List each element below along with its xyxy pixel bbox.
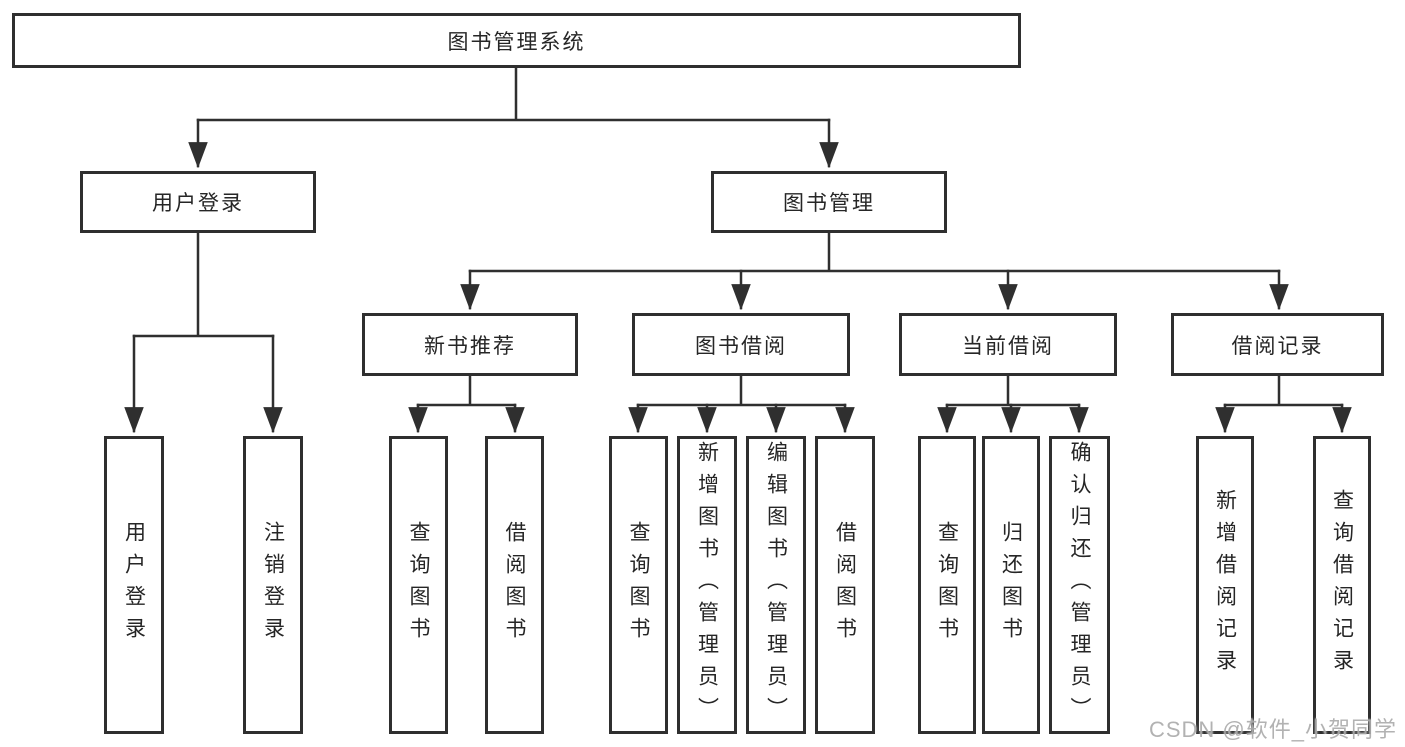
node-borrowing-records: 借阅记录	[1171, 313, 1384, 376]
wire-new-book-recommendation-children	[408, 374, 525, 434]
node-bb-add-books-admin-label: 新增图书（管理员）	[695, 441, 719, 729]
node-bb-query-books: 查询图书	[609, 436, 668, 734]
node-logout-label: 注销登录	[261, 521, 285, 649]
node-cb-query-books-label: 查询图书	[935, 521, 959, 649]
node-nb-borrow-books-label: 借阅图书	[503, 521, 526, 649]
wire-book-borrowing-children	[628, 374, 855, 434]
wire-borrowing-records-children	[1215, 374, 1352, 434]
node-logout: 注销登录	[243, 436, 303, 734]
node-borrowing-records-label: 借阅记录	[1231, 334, 1324, 358]
node-cb-confirm-return-admin: 确认归还（管理员）	[1049, 436, 1110, 734]
node-nb-query-books: 查询图书	[389, 436, 448, 734]
node-current-borrowing-label: 当前借阅	[962, 334, 1054, 358]
node-user-login: 用户登录	[80, 171, 316, 233]
csdn-watermark: CSDN @软件_小贺同学	[1148, 717, 1397, 742]
node-br-query-record-label: 查询借阅记录	[1330, 489, 1354, 681]
wire-user-login-children	[124, 231, 283, 434]
node-br-add-record-label: 新增借阅记录	[1213, 489, 1237, 681]
wire-current-borrowing-children	[937, 374, 1089, 434]
node-user-login-action-label: 用户登录	[122, 521, 146, 649]
node-bb-query-books-label: 查询图书	[627, 521, 650, 649]
node-cb-return-books-label: 归还图书	[999, 521, 1023, 649]
node-br-query-record: 查询借阅记录	[1313, 436, 1371, 734]
node-user-login-action: 用户登录	[104, 436, 164, 734]
node-cb-confirm-return-admin-label: 确认归还（管理员）	[1068, 441, 1091, 729]
node-book-borrowing: 图书借阅	[632, 313, 850, 376]
node-cb-return-books: 归还图书	[982, 436, 1040, 734]
node-bb-borrow-books-label: 借阅图书	[833, 521, 857, 649]
node-cb-query-books: 查询图书	[918, 436, 976, 734]
node-bb-borrow-books: 借阅图书	[815, 436, 875, 734]
wire-root-to-level2	[188, 66, 839, 169]
node-book-borrowing-label: 图书借阅	[695, 334, 787, 358]
node-library-system: 图书管理系统	[12, 13, 1021, 68]
node-library-system-label: 图书管理系统	[447, 30, 586, 54]
node-bb-edit-books-admin-label: 编辑图书（管理员）	[764, 441, 788, 729]
node-book-management: 图书管理	[711, 171, 947, 233]
node-new-book-recommendation-label: 新书推荐	[424, 334, 516, 358]
node-nb-borrow-books: 借阅图书	[485, 436, 544, 734]
node-nb-query-books-label: 查询图书	[407, 521, 430, 649]
node-bb-edit-books-admin: 编辑图书（管理员）	[746, 436, 806, 734]
node-bb-add-books-admin: 新增图书（管理员）	[677, 436, 737, 734]
node-new-book-recommendation: 新书推荐	[362, 313, 578, 376]
node-book-management-label: 图书管理	[783, 192, 875, 215]
node-user-login-label: 用户登录	[152, 192, 244, 215]
node-current-borrowing: 当前借阅	[899, 313, 1117, 376]
node-br-add-record: 新增借阅记录	[1196, 436, 1254, 734]
wire-book-management-children	[460, 231, 1289, 311]
